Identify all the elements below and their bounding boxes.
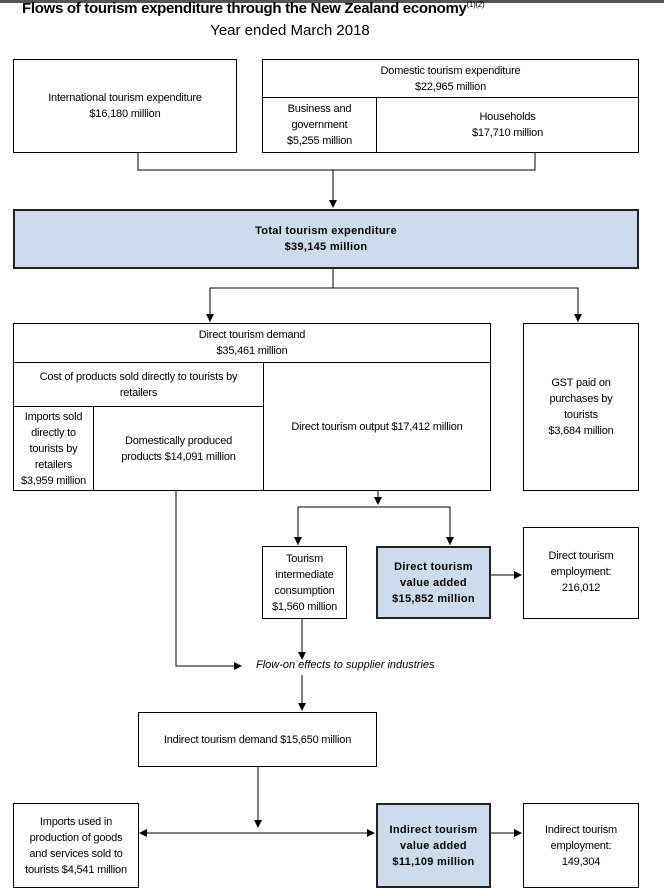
gst-line: GST paid on: [551, 377, 611, 389]
households-box: Households $17,710 million: [376, 97, 639, 153]
cost-products-box: Cost of products sold directly to touris…: [13, 362, 264, 407]
indirect-value-added-box: Indirect tourism value added $11,109 mil…: [376, 803, 491, 888]
domestic-label: Domestic tourism expenditure: [380, 64, 521, 77]
intermediate-consumption-box: Tourism intermediate consumption $1,560 …: [262, 546, 347, 619]
direct-employment-box: Direct tourism employment: 216,012: [523, 527, 639, 619]
imports-used-line: and services sold to: [29, 847, 123, 860]
imports-used-box: Imports used in production of goods and …: [13, 803, 139, 888]
households-label: Households: [479, 111, 536, 123]
connector-expenditure: [137, 152, 536, 171]
indirect-va-value: $11,109 million: [392, 855, 475, 868]
indirect-employment-value: 149,304: [561, 855, 601, 868]
domestic-value: $22,965 million: [415, 80, 486, 93]
domestic-products-box: Domestically produced products $14,091 m…: [93, 406, 264, 491]
business-value: $5,255 million: [286, 135, 353, 147]
indirect-employment-line: Indirect tourism: [545, 823, 617, 836]
imports-sold-box: Imports sold directly to tourists by ret…: [13, 406, 94, 491]
direct-demand-value: $35,461 million: [216, 345, 288, 357]
direct-demand-box: Direct tourism demand $35,461 million: [13, 323, 491, 363]
diagram-subtitle: Year ended March 2018: [210, 22, 370, 39]
gst-line: tourists: [564, 409, 598, 421]
total-expenditure-box: Total tourism expenditure $39,145 millio…: [13, 209, 639, 269]
imports-line: tourists by: [29, 442, 78, 455]
arrow-imports-flow-on: [175, 490, 242, 670]
international-value: $16,180 million: [89, 108, 161, 120]
direct-va-value: $15,852 million: [392, 592, 475, 605]
direct-output-box: Direct tourism output $17,412 million: [263, 362, 491, 491]
business-line: government: [291, 119, 348, 131]
international-label: International tourism expenditure: [48, 92, 202, 104]
total-label: Total tourism expenditure: [255, 225, 397, 237]
direct-va-line: Direct tourism: [394, 560, 473, 573]
imports-used-line: tourists $4,541 million: [25, 863, 127, 876]
indirect-demand-label: Indirect tourism demand $15,650 million: [163, 733, 352, 746]
domestic-products-line: Domestically produced: [124, 434, 233, 447]
connector-output-split: [297, 506, 451, 545]
indirect-demand-box: Indirect tourism demand $15,650 million: [138, 712, 377, 767]
business-line: Business and: [287, 103, 352, 115]
domestic-products-line: products $14,091 million: [121, 450, 236, 463]
direct-output-label: Direct tourism output $17,412 million: [291, 420, 463, 433]
imports-line: retailers: [34, 458, 73, 471]
intermediate-value: $1,560 million: [271, 600, 338, 613]
imports-used-line: Imports used in: [39, 815, 113, 828]
gst-box: GST paid on purchases by tourists $3,684…: [523, 323, 639, 491]
indirect-employment-box: Indirect tourism employment: 149,304: [523, 803, 639, 888]
intermediate-line: Tourism: [285, 552, 324, 565]
imports-value: $3,959 million: [20, 474, 87, 487]
imports-line: directly to: [31, 426, 76, 439]
top-bar: [0, 0, 664, 3]
direct-demand-label: Direct tourism demand: [198, 329, 306, 341]
flow-on-effects-label: Flow-on effects to supplier industries: [256, 659, 435, 671]
title-footnotes: (1)(2): [466, 0, 485, 9]
direct-employment-line: employment:: [550, 566, 612, 578]
connector-split: [209, 287, 579, 322]
gst-line: purchases by: [549, 393, 613, 405]
indirect-va-line: value added: [400, 839, 467, 852]
domestic-expenditure-box: Domestic tourism expenditure $22,965 mil…: [262, 59, 639, 98]
intermediate-line: intermediate: [275, 568, 334, 581]
direct-employment-value: 216,012: [561, 582, 601, 594]
direct-va-line: value added: [400, 576, 467, 589]
direct-employment-line: Direct tourism: [548, 550, 614, 562]
households-value: $17,710 million: [472, 127, 543, 139]
intermediate-line: consumption: [274, 584, 335, 597]
total-value: $39,145 million: [284, 241, 368, 253]
indirect-va-line: Indirect tourism: [389, 823, 478, 836]
direct-value-added-box: Direct tourism value added $15,852 milli…: [376, 546, 491, 619]
business-government-box: Business and government $5,255 million: [262, 97, 377, 153]
cost-products-label: Cost of products sold directly to touris…: [39, 370, 238, 399]
gst-value: $3,684 million: [548, 425, 614, 437]
international-expenditure-box: International tourism expenditure $16,18…: [13, 59, 237, 153]
imports-used-line: production of goods: [29, 831, 123, 844]
imports-line: Imports sold: [24, 410, 83, 423]
indirect-employment-line: employment:: [550, 839, 612, 852]
title-text: Flows of tourism expenditure through the…: [22, 0, 467, 17]
diagram-title: Flows of tourism expenditure through the…: [22, 0, 485, 17]
